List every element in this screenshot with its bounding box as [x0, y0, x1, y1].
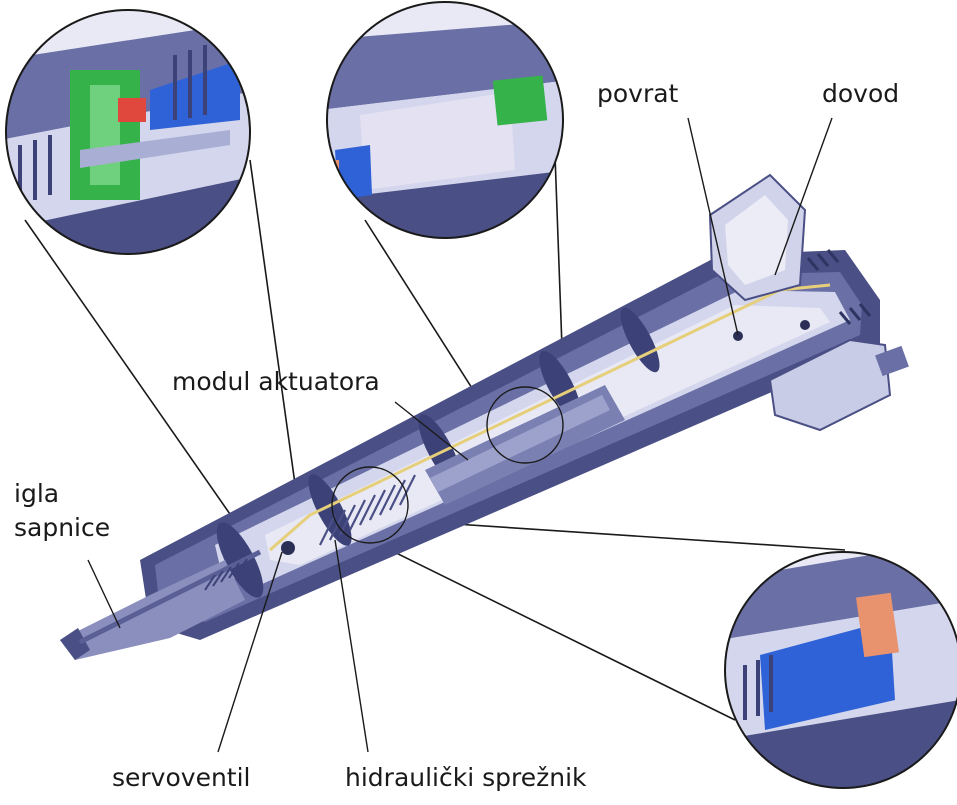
label-leader-lines — [87, 117, 833, 753]
nozzle-spring — [204, 558, 248, 591]
servo-valve-ball — [281, 541, 295, 555]
zoom-circle-servo-valve — [5, 9, 251, 255]
zoom-circle-hydraulic-coupler — [724, 551, 957, 789]
label-modul-aktuatora: modul aktuatora — [172, 367, 380, 396]
label-hidraulicki-spreznik: hidraulički sprežnik — [345, 763, 587, 792]
connector-pin — [875, 345, 909, 377]
label-servoventil: servoventil — [112, 763, 251, 792]
connector-head-face — [725, 195, 788, 285]
zoom-circle-actuator — [326, 1, 564, 239]
hydraulic-coupler-spring — [319, 474, 416, 546]
label-povrat: povrat — [597, 79, 679, 108]
label-igla: igla — [14, 479, 60, 508]
nozzle-tip — [60, 628, 90, 660]
bolt-hole — [800, 320, 810, 330]
electrical-connector — [768, 338, 892, 432]
thread-marks — [806, 249, 872, 325]
label-dovod: dovod — [822, 79, 900, 108]
magnifier-markers — [331, 386, 564, 544]
fuel-channel — [269, 283, 831, 552]
zoom-connector-lines — [24, 154, 846, 721]
injector-body — [60, 173, 909, 660]
return-port — [733, 331, 743, 341]
actuator-module-highlight — [430, 395, 610, 492]
label-sapnice: sapnice — [14, 513, 111, 542]
